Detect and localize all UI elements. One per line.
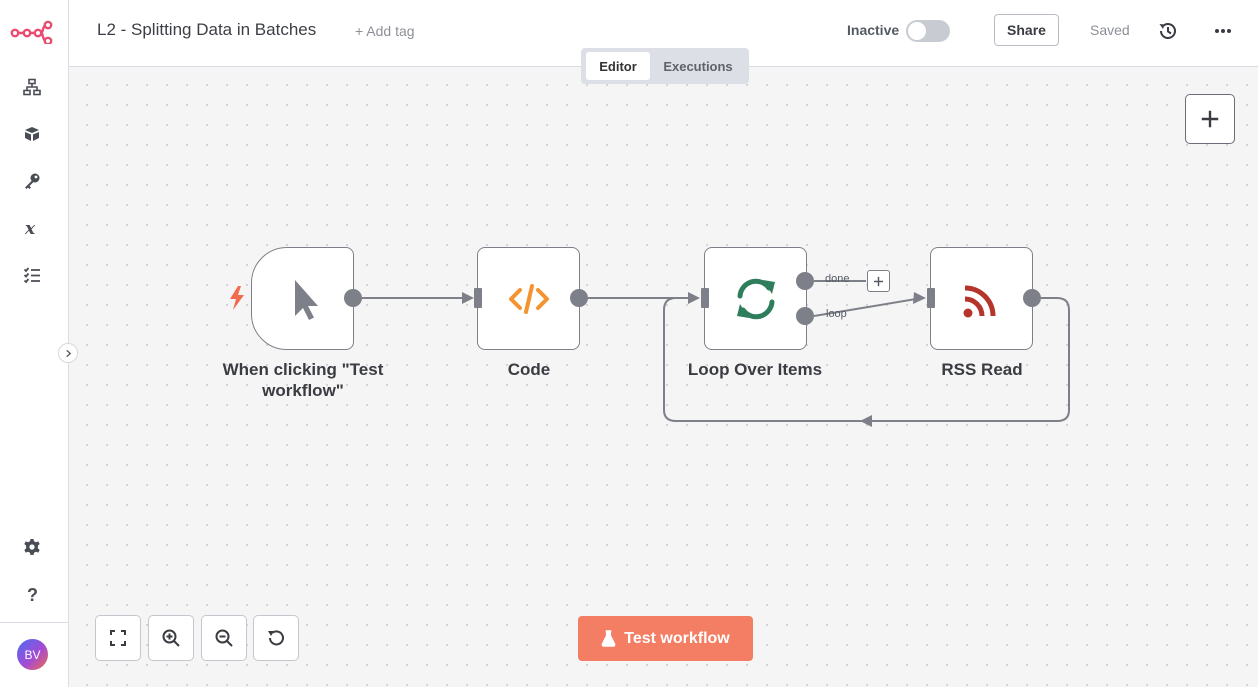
help-icon[interactable]: ? — [16, 578, 48, 610]
toggle-knob — [908, 22, 926, 40]
chevron-right-icon — [65, 349, 71, 357]
node-trigger-label-line2: workflow" — [262, 381, 344, 400]
code-icon — [508, 283, 549, 314]
share-button[interactable]: Share — [994, 14, 1059, 46]
loop-icon — [736, 278, 775, 319]
zoom-in-button[interactable] — [148, 615, 194, 661]
rss-output-port[interactable] — [1023, 289, 1041, 307]
fullscreen-icon — [110, 630, 126, 646]
active-toggle[interactable] — [906, 20, 950, 42]
node-loop-over-items[interactable] — [704, 247, 807, 350]
view-tabs: Editor Executions — [581, 48, 749, 84]
edge-label-loop: loop — [826, 308, 847, 320]
code-output-port[interactable] — [570, 289, 588, 307]
templates-icon[interactable] — [16, 118, 48, 150]
plus-icon — [873, 276, 884, 286]
code-input-port[interactable] — [474, 288, 482, 308]
test-workflow-button[interactable]: Test workflow — [578, 616, 753, 661]
edge-label-done: done — [825, 273, 850, 285]
cursor-icon — [294, 279, 318, 320]
variables-icon[interactable]: x — [16, 212, 48, 244]
loop-loop-output-port[interactable] — [796, 307, 814, 325]
header: L2 - Splitting Data in Batches + Add tag… — [69, 0, 1258, 67]
avatar-initials: BV — [24, 647, 41, 662]
flask-icon — [601, 630, 616, 647]
trigger-output-port[interactable] — [344, 289, 362, 307]
add-node-on-done-button[interactable] — [867, 270, 890, 292]
plus-icon — [1201, 110, 1219, 128]
credentials-icon[interactable] — [16, 165, 48, 197]
svg-text:x: x — [24, 219, 36, 237]
node-code[interactable] — [477, 247, 580, 350]
more-options-icon[interactable] — [1211, 20, 1235, 42]
rss-icon — [963, 285, 995, 317]
sidebar: x ? BV — [0, 0, 69, 687]
undo-icon — [268, 630, 284, 646]
fit-view-button[interactable] — [95, 615, 141, 661]
settings-icon[interactable] — [16, 531, 48, 563]
loop-input-port[interactable] — [701, 288, 709, 308]
node-trigger-label-line1: When clicking "Test — [222, 360, 384, 379]
sidebar-divider — [0, 622, 68, 623]
zoom-out-icon — [215, 629, 233, 647]
loop-done-output-port[interactable] — [796, 272, 814, 290]
saved-status: Saved — [1090, 22, 1130, 38]
collapse-sidebar-button[interactable] — [58, 343, 78, 363]
reset-zoom-button[interactable] — [253, 615, 299, 661]
tab-editor[interactable]: Editor — [586, 52, 650, 80]
avatar[interactable]: BV — [17, 639, 48, 670]
test-workflow-label: Test workflow — [624, 629, 730, 647]
node-trigger-label: When clicking "Test workflow" — [203, 359, 403, 401]
add-tag-link[interactable]: + Add tag — [355, 23, 415, 39]
node-code-label: Code — [507, 360, 551, 379]
history-icon[interactable] — [1157, 20, 1179, 42]
n8n-logo-icon[interactable] — [10, 20, 54, 46]
rss-input-port[interactable] — [927, 288, 935, 308]
status-label: Inactive — [847, 22, 900, 38]
trigger-bolt-icon — [230, 286, 244, 310]
node-trigger[interactable] — [251, 247, 354, 350]
node-rss-read[interactable] — [930, 247, 1033, 350]
workflow-title[interactable]: L2 - Splitting Data in Batches — [97, 20, 317, 39]
executions-icon[interactable] — [16, 259, 48, 291]
svg-text:?: ? — [27, 585, 38, 603]
add-node-button[interactable] — [1185, 94, 1235, 144]
tab-executions[interactable]: Executions — [663, 58, 733, 74]
node-loop-label: Loop Over Items — [687, 360, 823, 379]
node-rss-label: RSS Read — [941, 360, 1023, 379]
zoom-out-button[interactable] — [201, 615, 247, 661]
workflows-icon[interactable] — [16, 71, 48, 103]
zoom-in-icon — [162, 629, 180, 647]
